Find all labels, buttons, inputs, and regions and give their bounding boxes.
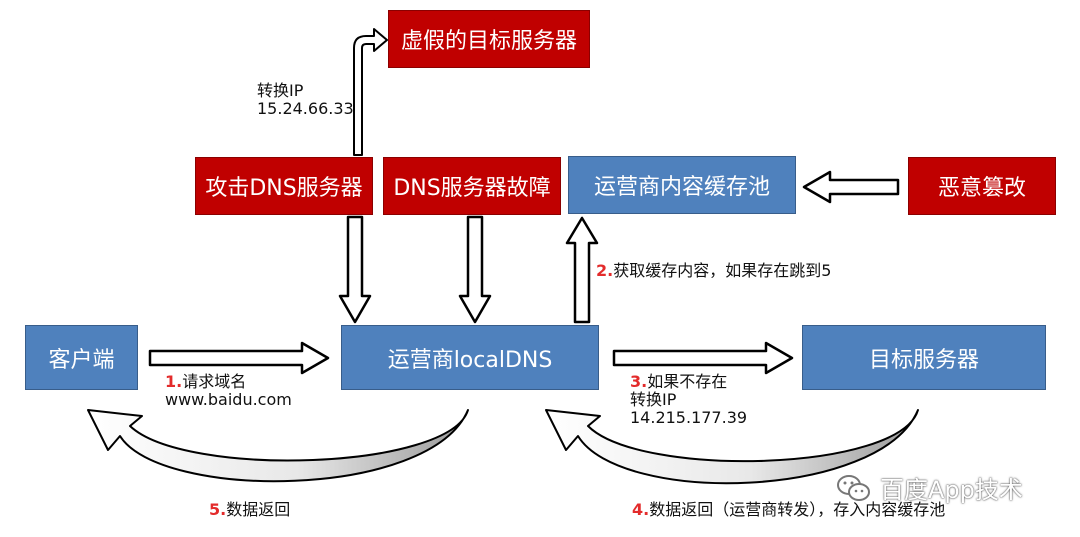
arrow-client-to-localdns — [148, 341, 330, 375]
node-dns-fault-label: DNS服务器故障 — [393, 176, 551, 201]
step1-number: 1. — [165, 372, 183, 391]
arrow-fault-to-localdns — [458, 215, 492, 324]
watermark: 百度App技术 — [836, 470, 1023, 505]
arrow-attack-to-fake — [353, 28, 388, 156]
label-step5: 5.数据返回 — [209, 501, 290, 519]
arrow-return-to-client — [87, 409, 469, 483]
step5-text: 数据返回 — [226, 500, 291, 519]
node-local-dns: 运营商localDNS — [341, 325, 599, 390]
step1-line2: www.baidu.com — [165, 390, 292, 409]
node-target-server: 目标服务器 — [802, 325, 1046, 390]
step3-line3: 14.215.177.39 — [630, 408, 748, 427]
label-switch-ip-line2: 15.24.66.33 — [257, 99, 354, 118]
node-attack-dns-label: 攻击DNS服务器 — [205, 176, 363, 201]
step3-text: 如果不存在 — [647, 372, 728, 391]
node-attack-dns: 攻击DNS服务器 — [195, 157, 373, 215]
step2-number: 2. — [596, 261, 614, 280]
arrow-tamper-to-cache — [802, 170, 900, 204]
arrow-return-to-localdns — [545, 409, 919, 485]
node-dns-fault: DNS服务器故障 — [383, 157, 561, 215]
node-client: 客户端 — [25, 325, 138, 390]
arrow-localdns-to-target — [612, 341, 794, 375]
step1-text: 请求域名 — [182, 372, 247, 391]
step4-text: 数据返回（运营商转发），存入内容缓存池 — [649, 500, 946, 519]
node-fake-server: 虚假的目标服务器 — [388, 10, 590, 68]
step3-number: 3. — [630, 372, 648, 391]
node-cache-pool-label: 运营商内容缓存池 — [593, 175, 770, 200]
label-switch-ip: 转换IP 15.24.66.33 — [257, 82, 354, 118]
label-step1: 1.请求域名 www.baidu.com — [165, 373, 292, 409]
step4-number: 4. — [632, 500, 650, 519]
watermark-text: 百度App技术 — [880, 476, 1023, 504]
node-client-label: 客户端 — [48, 347, 115, 373]
node-tamper: 恶意篡改 — [908, 157, 1056, 215]
step5-number: 5. — [209, 500, 227, 519]
node-local-dns-label: 运营商localDNS — [387, 347, 553, 373]
node-cache-pool: 运营商内容缓存池 — [568, 156, 796, 214]
label-step2: 2.获取缓存内容，如果存在跳到5 — [596, 262, 831, 280]
arrow-attack-to-localdns — [338, 215, 372, 324]
label-switch-ip-line1: 转换IP — [257, 81, 304, 100]
node-target-server-label: 目标服务器 — [868, 347, 979, 373]
label-step4: 4.数据返回（运营商转发），存入内容缓存池 — [632, 501, 945, 519]
step2-text: 获取缓存内容，如果存在跳到5 — [613, 261, 832, 280]
wechat-icon — [837, 474, 870, 501]
step3-line2: 转换IP — [630, 390, 677, 409]
node-tamper-label: 恶意篡改 — [937, 176, 1026, 201]
arrow-localdns-to-cache — [565, 216, 599, 324]
node-fake-server-label: 虚假的目标服务器 — [400, 29, 577, 54]
label-step3: 3.如果不存在 转换IP 14.215.177.39 — [630, 373, 747, 427]
